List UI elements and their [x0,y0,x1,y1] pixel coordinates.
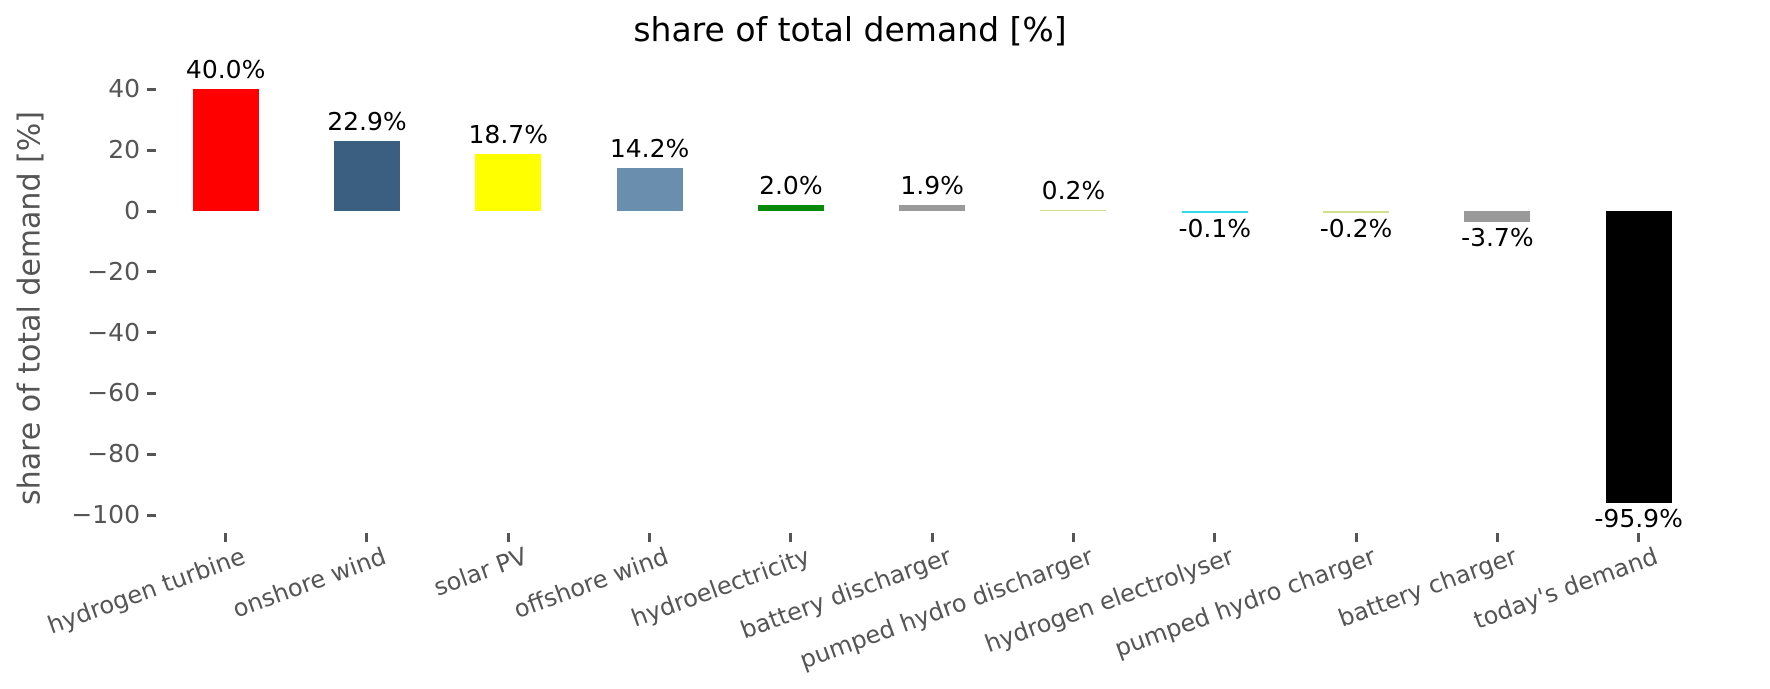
bar-value-label: 40.0% [185,55,266,85]
x-tick-mark [1495,533,1499,542]
bar-solar-pv [475,154,542,211]
bar-value-label: 22.9% [327,107,407,137]
x-tick-mark [1354,533,1358,542]
bar-value-label: -0.1% [1178,213,1252,243]
y-tick-mark [147,391,156,395]
bar-value-label: -95.9% [1594,503,1683,533]
bar-value-label: 0.2% [1041,175,1106,205]
bar-value-label: 18.7% [468,120,548,150]
bar-pumped-hydro-charger [1323,211,1390,213]
y-tick-label: −20 [87,256,140,286]
x-tick-mark [930,533,934,542]
y-tick-label: 40 [108,74,140,104]
bar-value-label: 2.0% [759,170,823,200]
y-tick-label: −100 [71,500,140,529]
bar-onshore-wind [333,141,400,211]
bar-value-label: -3.7% [1461,223,1534,253]
x-tick-mark [224,533,228,542]
x-tick-mark [648,533,652,542]
x-tick-mark [789,533,793,542]
y-tick-mark [147,513,156,517]
y-tick-mark [147,148,156,152]
bar-hydrogen-turbine [192,89,259,211]
x-tick-label: solar PV [430,542,532,602]
y-tick-label: −80 [87,439,140,469]
bar-battery-discharger [899,205,966,211]
y-tick-mark [147,87,156,91]
x-tick-label: hydrogen turbine [43,542,249,640]
x-tick-label: hydrogen electrolyser [981,542,1238,659]
y-tick-label: 20 [108,135,140,165]
bar-battery-charger [1464,211,1531,223]
bar-today-s-demand [1605,211,1672,503]
y-tick-label: −40 [87,317,140,347]
y-tick-mark [147,331,156,335]
y-tick-mark [147,270,156,274]
bar-offshore-wind [616,167,683,211]
y-tick-label: −60 [87,378,140,408]
x-tick-label: pumped hydro charger [1110,542,1379,663]
x-tick-label: onshore wind [229,542,390,624]
x-tick-mark [365,533,369,542]
y-tick-label: 0 [124,196,140,225]
bar-value-label: 14.2% [609,133,690,163]
x-tick-mark [1071,533,1075,542]
x-tick-mark [1637,533,1641,542]
x-tick-mark [506,533,510,542]
bar-value-label: 1.9% [900,171,964,201]
y-tick-mark [147,452,156,456]
bar-value-label: -0.2% [1319,213,1393,243]
bar-hydroelectricity [757,204,824,211]
chart-title: share of total demand [%] [633,10,1067,49]
bar-hydrogen-electrolyser [1181,211,1248,213]
x-tick-mark [1213,533,1217,542]
y-tick-mark [147,209,156,213]
bar-pumped-hydro-discharger [1040,209,1107,211]
